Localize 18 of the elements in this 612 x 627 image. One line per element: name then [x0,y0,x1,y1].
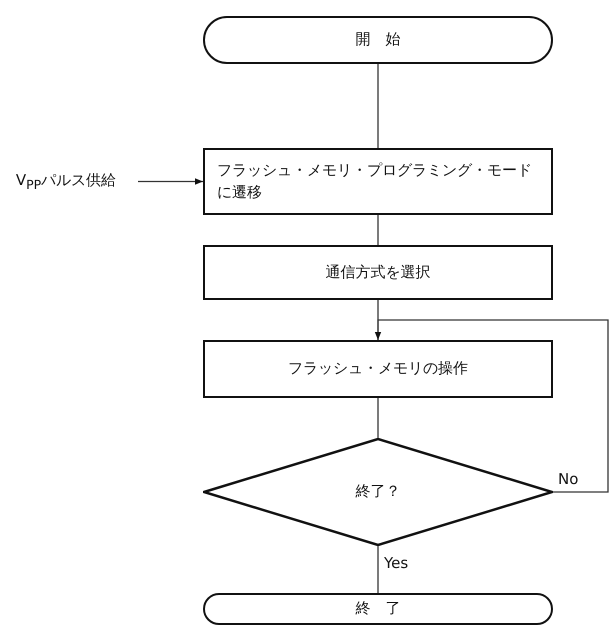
node-text: 通信方式を選択 [326,262,430,283]
connector-line [138,178,203,185]
terminal-box [203,16,553,64]
connector-line [374,319,609,493]
process-box [203,340,553,398]
node-text: V$_{PP}$パルス供給 [16,170,116,194]
node-text: フラッシュ・メモリ・プログラミング・モードに遷移 [217,160,533,202]
node-text: フラッシュ・メモリの操作 [288,358,468,380]
connector-line [377,546,379,593]
connector-line [377,398,379,438]
terminal-box [203,593,553,625]
process-box [203,148,553,215]
process-box [203,245,553,300]
connector-line [377,215,379,245]
connector-line [377,64,379,148]
node-text: 開 始 [356,29,400,50]
node-text: 終 了 [356,598,400,620]
node-text: 終了？ [356,481,400,502]
